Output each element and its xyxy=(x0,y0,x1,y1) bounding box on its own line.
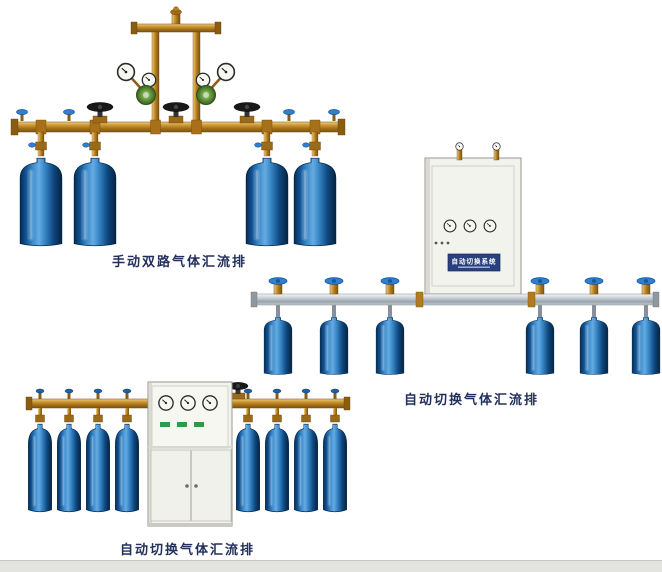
gas-cylinder xyxy=(375,317,405,375)
gas-cylinder xyxy=(322,423,348,513)
aluminum-manifold-pipe xyxy=(250,291,660,308)
pipe-top-valves xyxy=(35,388,340,399)
pressure-gauge xyxy=(455,142,464,151)
auto-manifold-figure-bottom xyxy=(14,376,358,530)
auto-manifold-illustration-2 xyxy=(25,381,351,527)
gas-cylinder xyxy=(114,423,140,513)
indicator-light xyxy=(177,422,187,427)
pressure-gauge xyxy=(216,62,236,82)
cabinet-gauge xyxy=(483,219,497,233)
cabinet-door-right xyxy=(191,449,232,522)
gas-cylinder xyxy=(525,317,555,375)
gas-cylinder xyxy=(319,317,349,375)
blue-end-valves xyxy=(16,109,340,121)
manual-manifold-figure xyxy=(6,6,350,258)
cabinet-gauge xyxy=(202,395,218,411)
gas-cylinder xyxy=(56,423,82,513)
cylinder-connections xyxy=(268,277,656,318)
cabinet-top-fittings xyxy=(455,142,501,161)
manual-manifold-illustration xyxy=(10,6,346,247)
cabinet-door-left xyxy=(150,449,191,522)
gas-cylinder xyxy=(85,423,111,513)
pressure-gauge xyxy=(116,62,136,82)
gas-cylinder xyxy=(293,423,319,513)
pressure-gauge xyxy=(195,72,211,88)
door-handle xyxy=(185,484,189,488)
auto-manifold-illustration: 自动切换系统 xyxy=(250,142,661,375)
page-bottom-edge xyxy=(0,560,662,572)
caption-manual-dual: 手动双路气体汇流排 xyxy=(112,255,248,270)
cabinet-gauge xyxy=(180,395,196,411)
cylinder-connections xyxy=(35,408,340,423)
gas-cylinder xyxy=(264,423,290,513)
control-cabinet xyxy=(147,381,233,527)
cabinet-label: 自动切换系统 xyxy=(452,257,497,266)
gas-cylinders xyxy=(263,317,661,375)
gas-cylinder xyxy=(263,317,293,375)
gas-cylinder xyxy=(631,317,661,375)
cabinet-gauge xyxy=(463,219,477,233)
indicator-light xyxy=(194,422,204,427)
shutoff-valve-handwheels xyxy=(86,102,261,124)
gas-cylinder xyxy=(27,423,53,513)
gas-cylinder xyxy=(579,317,609,375)
auto-manifold-figure-right: 自动切换系统 xyxy=(250,142,662,380)
right-regulator xyxy=(195,62,236,105)
gas-cylinder xyxy=(19,157,63,247)
left-regulator xyxy=(116,62,157,105)
control-cabinet: 自动切换系统 xyxy=(424,157,522,295)
gas-cylinder xyxy=(73,157,117,247)
cylinder-connections xyxy=(28,131,321,157)
gas-cylinder xyxy=(235,423,261,513)
cabinet-gauge xyxy=(158,395,174,411)
indicator-light xyxy=(160,422,170,427)
caption-auto-bottom: 自动切换气体汇流排 xyxy=(120,543,256,558)
pressure-gauge xyxy=(141,72,157,88)
caption-auto-right: 自动切换气体汇流排 xyxy=(404,393,540,408)
pressure-gauge xyxy=(492,142,501,151)
cabinet-gauge xyxy=(443,219,457,233)
door-handle xyxy=(194,484,198,488)
